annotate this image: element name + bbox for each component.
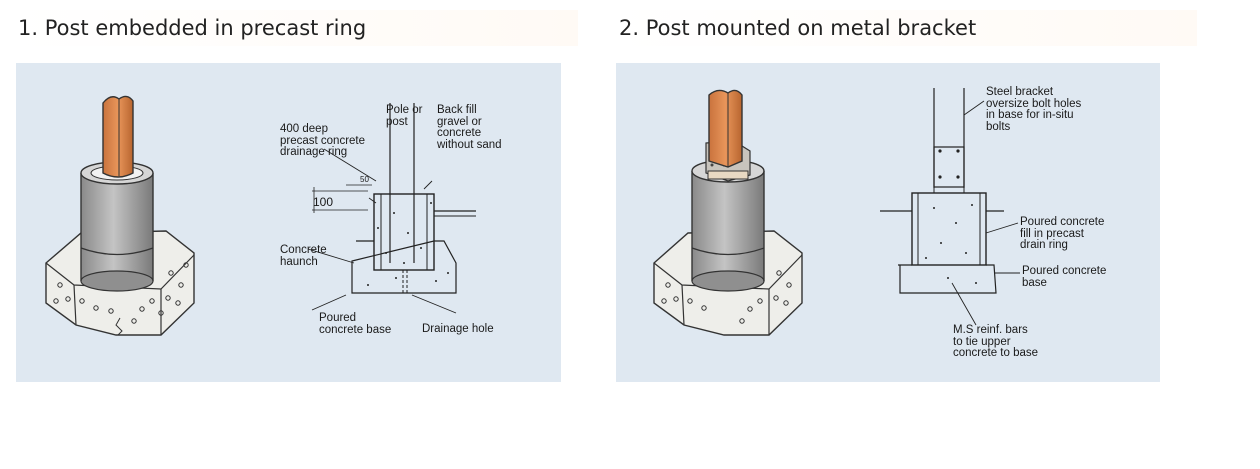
label-poured-concrete-base: Poured concrete base (1022, 265, 1107, 289)
label-steel-bracket: Steel bracket oversize bolt holes in bas… (986, 86, 1082, 133)
metal-bracket-illustration (653, 88, 1020, 336)
label-pole-or-post: Pole or post (386, 104, 423, 128)
label-poured-concrete-base: Poured concrete base (319, 312, 392, 336)
dimension-depth: 100 (313, 195, 334, 209)
timber-post (708, 89, 743, 168)
label-drainage-hole: Drainage hole (422, 323, 494, 335)
label-precast-ring: 400 deep precast concrete drainage ring (280, 123, 366, 158)
precast-drainage-ring (80, 161, 154, 292)
dimension-top: 50 (360, 175, 369, 184)
label-concrete-haunch: Concrete haunch (280, 244, 327, 268)
precast-ring-illustration (45, 95, 476, 336)
metal-bracket-section (880, 88, 1020, 326)
label-backfill: Back fill gravel or concrete without san… (437, 104, 502, 151)
panel-2-title: 2. Post mounted on metal bracket (615, 10, 1197, 46)
label-reinforcement-bars: M.S reinf. bars to tie upper concrete to… (953, 324, 1039, 359)
timber-post (102, 95, 134, 178)
panel-1-title: 1. Post embedded in precast ring (14, 10, 578, 46)
precast-ring-section (307, 103, 476, 314)
figure-precast-ring: 400 deep precast concrete drainage ring … (16, 63, 561, 382)
label-poured-concrete-fill: Poured concrete fill in precast drain ri… (1020, 216, 1105, 251)
figure-metal-bracket: Steel bracket oversize bolt holes in bas… (616, 63, 1160, 382)
